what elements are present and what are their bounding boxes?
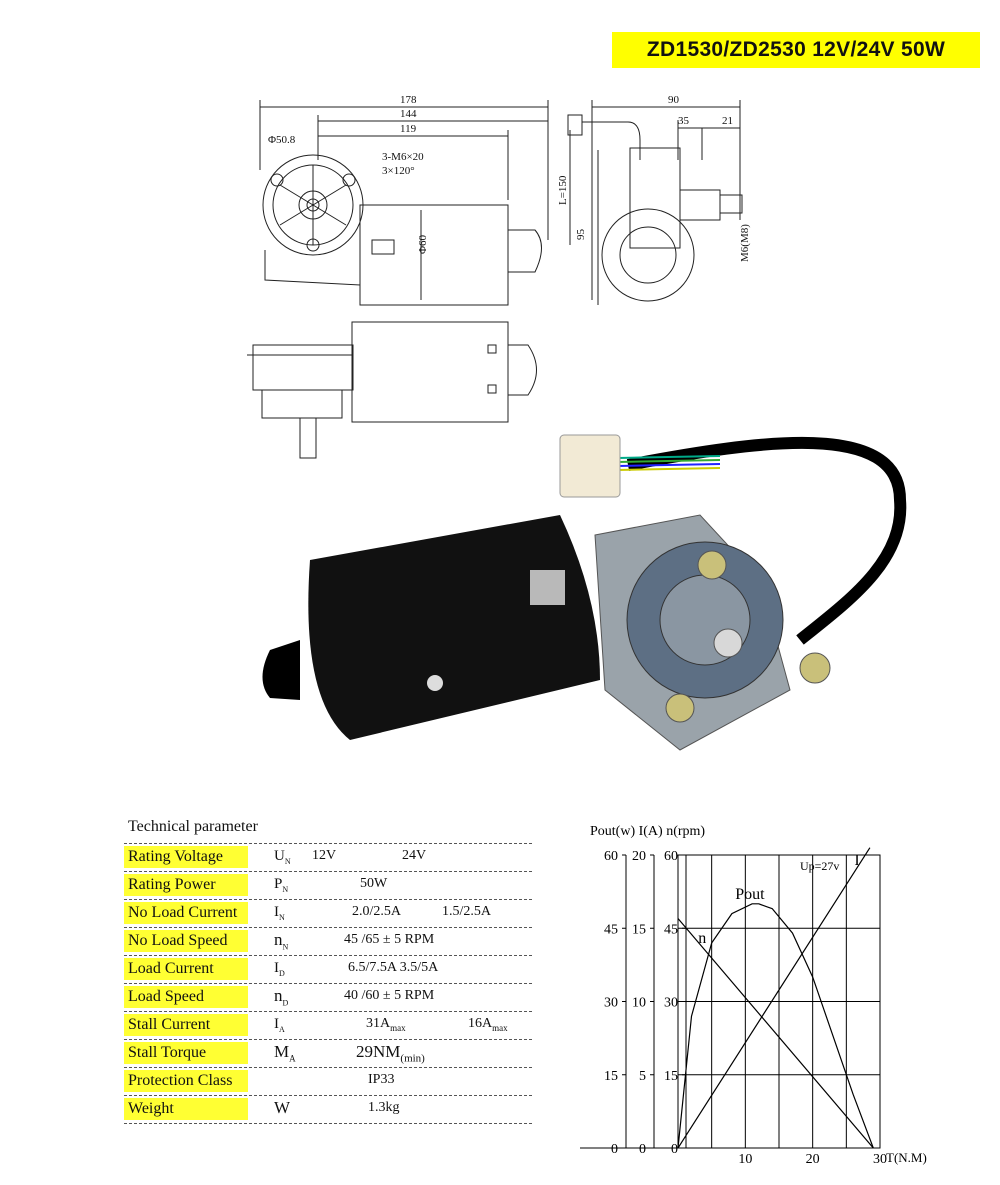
y-tick-label: 5 (639, 1069, 646, 1084)
series-pout-line (677, 903, 874, 1149)
dim-144: 144 (400, 108, 417, 120)
param-label: Load Current (124, 958, 248, 980)
y-tick-label: 30 (604, 996, 618, 1011)
y-tick-label: 10 (632, 996, 646, 1011)
dim-l-150: L=150 (557, 175, 569, 205)
param-row-weight: Weight W 1.3kg (124, 1096, 532, 1124)
param-symbol: MA (274, 1042, 296, 1064)
dim-3x120: 3×120° (382, 165, 415, 177)
performance-chart: Pout(w) I(A) n(rpm) T(N.M) Up=27v 0 15 30 4… (580, 824, 927, 1167)
x-tick-label: 20 (806, 1152, 820, 1167)
param-value: IP33 (368, 1072, 395, 1087)
dim-119: 119 (400, 123, 417, 135)
y-tick-label: 15 (604, 1069, 618, 1084)
param-value-12v: 12V (312, 848, 337, 863)
dim-m6-m8: M6(M8) (739, 224, 751, 262)
y-tick-label: 20 (632, 849, 646, 864)
param-symbol: W (274, 1098, 291, 1117)
series-pout-label: Pout (735, 886, 765, 903)
y-tick-label: 15 (664, 1069, 678, 1084)
dim-phi-60: Φ60 (417, 234, 429, 254)
param-row-rating-power: Rating Power PN 50W (124, 872, 532, 900)
chart-xlabel: T(N.M) (886, 1150, 927, 1165)
dim-35: 35 (678, 115, 690, 127)
param-symbol: nD (274, 986, 289, 1008)
param-row-load-current: Load Current ID 6.5/7.5A 3.5/5A (124, 956, 532, 984)
dim-21: 21 (722, 115, 733, 127)
series-i-label: I (854, 852, 859, 869)
param-value: 29NM(min) (356, 1042, 425, 1065)
dim-90: 90 (668, 94, 680, 106)
param-value-24v: 1.5/2.5A (442, 904, 491, 919)
param-value: 1.3kg (368, 1100, 400, 1115)
technical-drawing: 178 144 119 Φ50.8 3-M6×20 3×120° Φ60 90 … (247, 94, 907, 751)
dim-178: 178 (400, 94, 417, 106)
y-tick-label: 0 (639, 1142, 646, 1157)
param-symbol: nN (274, 930, 289, 952)
chart-annotation: Up=27v (800, 859, 839, 873)
param-value-12v: 2.0/2.5A (352, 904, 401, 919)
param-row-protection-class: Protection Class IP33 (124, 1068, 532, 1096)
param-label: No Load Current (124, 902, 248, 924)
param-label: Stall Current (124, 1014, 248, 1036)
param-label: Weight (124, 1098, 248, 1120)
y-tick-label: 45 (604, 922, 618, 937)
x-tick-label: 10 (738, 1152, 752, 1167)
param-label: Load Speed (124, 986, 248, 1008)
param-row-stall-torque: Stall Torque MA 29NM(min) (124, 1040, 532, 1068)
dim-3-m6: 3-M6×20 (382, 151, 424, 163)
param-symbol: IA (274, 1016, 285, 1034)
param-value: 45 /65 ± 5 RPM (344, 932, 435, 947)
param-value-24v: 24V (402, 848, 427, 863)
param-row-rating-voltage: Rating Voltage UN 12V 24V (124, 843, 532, 872)
y-tick-label: 15 (632, 922, 646, 937)
param-value: 6.5/7.5A 3.5/5A (348, 960, 439, 975)
y-tick-label: 60 (604, 849, 618, 864)
param-symbol: PN (274, 876, 289, 894)
param-row-stall-current: Stall Current IA 31Amax 16Amax (124, 1012, 532, 1040)
param-symbol: UN (274, 848, 291, 866)
x-tick-label: 30 (873, 1152, 887, 1167)
param-row-load-speed: Load Speed nD 40 /60 ± 5 RPM (124, 984, 532, 1012)
series-n-line (677, 918, 874, 1149)
parameter-table: Rating Voltage UN 12V 24V Rating Power P… (124, 843, 532, 1124)
param-symbol: ID (274, 960, 285, 978)
param-label: Rating Voltage (124, 846, 248, 868)
param-value-24v: 16Amax (468, 1016, 508, 1033)
y-tick-label: 45 (664, 922, 678, 937)
product-title: ZD1530/ZD2530 12V/24V 50W (612, 32, 980, 68)
param-row-no-load-speed: No Load Speed nN 45 /65 ± 5 RPM (124, 928, 532, 956)
motor-photo (262, 434, 907, 751)
technical-parameter-heading: Technical parameter (128, 818, 258, 835)
param-value-12v: 31Amax (366, 1016, 406, 1033)
series-n-label: n (698, 930, 706, 947)
dim-phi-50-8: Φ50.8 (268, 134, 296, 146)
y-tick-label: 0 (671, 1142, 678, 1157)
param-label: No Load Speed (124, 930, 248, 952)
param-label: Stall Torque (124, 1042, 248, 1064)
y-tick-label: 30 (664, 996, 678, 1011)
series-i-line (677, 847, 871, 1149)
y-tick-label: 0 (611, 1142, 618, 1157)
dim-95: 95 (575, 229, 587, 241)
param-row-no-load-current: No Load Current IN 2.0/2.5A 1.5/2.5A (124, 900, 532, 928)
chart-ylabel: Pout(w) I(A) n(rpm) (590, 824, 705, 839)
param-label: Rating Power (124, 874, 248, 896)
param-value: 40 /60 ± 5 RPM (344, 988, 435, 1003)
param-value: 50W (360, 876, 388, 891)
param-label: Protection Class (124, 1070, 248, 1092)
y-tick-label: 60 (664, 849, 678, 864)
param-symbol: IN (274, 904, 285, 922)
